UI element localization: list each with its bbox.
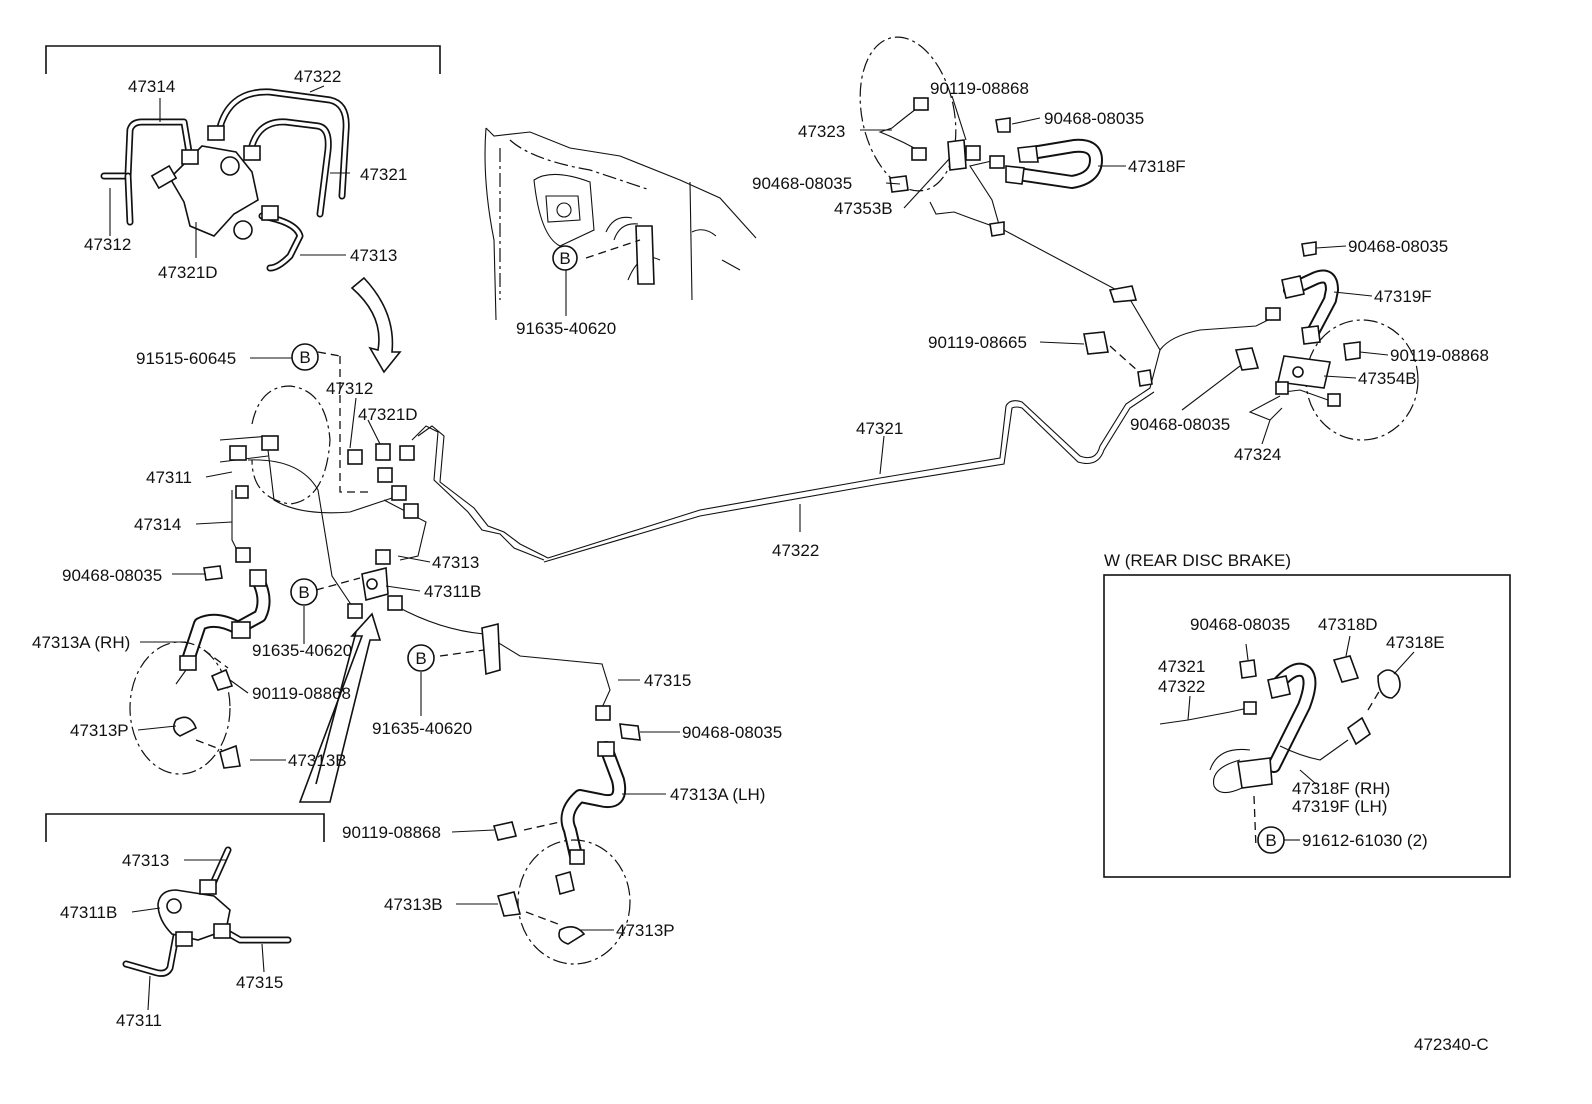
label-47313-top: 47313 <box>350 246 397 265</box>
label-90468-rear-top: 90468-08035 <box>1044 109 1144 128</box>
rear-assembly: 90119-08868 90468-08035 47323 47318F 904… <box>752 36 1489 464</box>
label-47315-main: 47315 <box>644 671 691 690</box>
label-47312-top: 47312 <box>84 235 131 254</box>
label-47319F: 47319F <box>1374 287 1432 306</box>
circle-mark-b-body: B <box>559 249 570 268</box>
top-left-inset: 47314 47322 47321 47312 47321D 47313 <box>45 45 441 282</box>
label-91635-a: 91635-40620 <box>252 641 352 660</box>
label-47313-main: 47313 <box>432 553 479 572</box>
label-90119-rear-right: 90119-08868 <box>1390 346 1489 365</box>
label-47311B-bottom: 47311B <box>60 903 117 922</box>
label-47324: 47324 <box>1234 445 1281 464</box>
label-90468-rear-lower: 90468-08035 <box>1130 415 1230 434</box>
curved-arrow-icon <box>350 276 402 374</box>
circle-mark-b-2: B <box>298 583 309 602</box>
label-47314-top: 47314 <box>128 77 175 96</box>
drawing-number: 472340-C <box>1414 1035 1489 1054</box>
circle-mark-b-w: B <box>1265 831 1276 850</box>
label-47322-w: 47322 <box>1158 677 1205 696</box>
label-91612: 91612-61030 (2) <box>1302 831 1428 850</box>
label-90468-rear-left: 90468-08035 <box>752 174 852 193</box>
rear-disc-brake-inset: W (REAR DISC BRAKE) B 90468-08035 47318D… <box>1103 551 1511 878</box>
label-47313B-rh: 47313B <box>288 751 347 770</box>
label-47321D-main: 47321D <box>358 405 418 424</box>
label-47318E: 47318E <box>1386 633 1445 652</box>
label-47319F-LH: 47319F (LH) <box>1292 797 1387 816</box>
label-47313P-lh: 47313P <box>616 921 675 940</box>
label-47321-w: 47321 <box>1158 657 1205 676</box>
label-47318F: 47318F <box>1128 157 1186 176</box>
label-90119-08665: 90119-08665 <box>928 333 1027 352</box>
label-90468-rear-right: 90468-08035 <box>1348 237 1448 256</box>
label-47313-bottom: 47313 <box>122 851 169 870</box>
label-47321-mid: 47321 <box>856 419 903 438</box>
circle-mark-b-1: B <box>299 348 310 367</box>
label-90468-left: 90468-08035 <box>62 566 162 585</box>
label-47353B: 47353B <box>834 199 893 218</box>
front-assembly: B B B 91515-60645 47312 47321D 47311 <box>32 159 1277 965</box>
label-90119-lh: 90119-08868 <box>342 823 441 842</box>
label-91515-60645: 91515-60645 <box>136 349 236 368</box>
label-47314-main: 47314 <box>134 515 181 534</box>
label-90119-rear-top: 90119-08868 <box>930 79 1029 98</box>
label-47323: 47323 <box>798 122 845 141</box>
label-47311-main: 47311 <box>146 468 192 487</box>
label-47311-bottom: 47311 <box>116 1011 162 1030</box>
label-47321-top: 47321 <box>360 165 407 184</box>
label-47322-mid: 47322 <box>772 541 819 560</box>
label-47313A-RH: 47313A (RH) <box>32 633 130 652</box>
label-90468-mid: 90468-08035 <box>682 723 782 742</box>
label-91635-body: 91635-40620 <box>516 319 616 338</box>
label-47318D: 47318D <box>1318 615 1378 634</box>
label-47312-main: 47312 <box>326 379 373 398</box>
label-47315-bottom: 47315 <box>236 973 283 992</box>
label-90468-w: 90468-08035 <box>1190 615 1290 634</box>
label-47321D-top: 47321D <box>158 263 218 282</box>
label-47313B-lh: 47313B <box>384 895 443 914</box>
label-47313P-rh: 47313P <box>70 721 129 740</box>
label-90119-rh: 90119-08868 <box>252 684 351 703</box>
label-47313A-LH: 47313A (LH) <box>670 785 765 804</box>
label-47311B-main: 47311B <box>424 582 481 601</box>
bottom-left-inset: 47313 47311B 47315 47311 <box>45 813 325 1030</box>
label-47322-top: 47322 <box>294 67 341 86</box>
label-47354B: 47354B <box>1358 369 1417 388</box>
label-47318F-RH: 47318F (RH) <box>1292 779 1390 798</box>
label-91635-b: 91635-40620 <box>372 719 472 738</box>
body-panel: B 91635-40620 <box>484 127 757 338</box>
inset-title: W (REAR DISC BRAKE) <box>1104 551 1291 570</box>
circle-mark-b-3: B <box>415 649 426 668</box>
